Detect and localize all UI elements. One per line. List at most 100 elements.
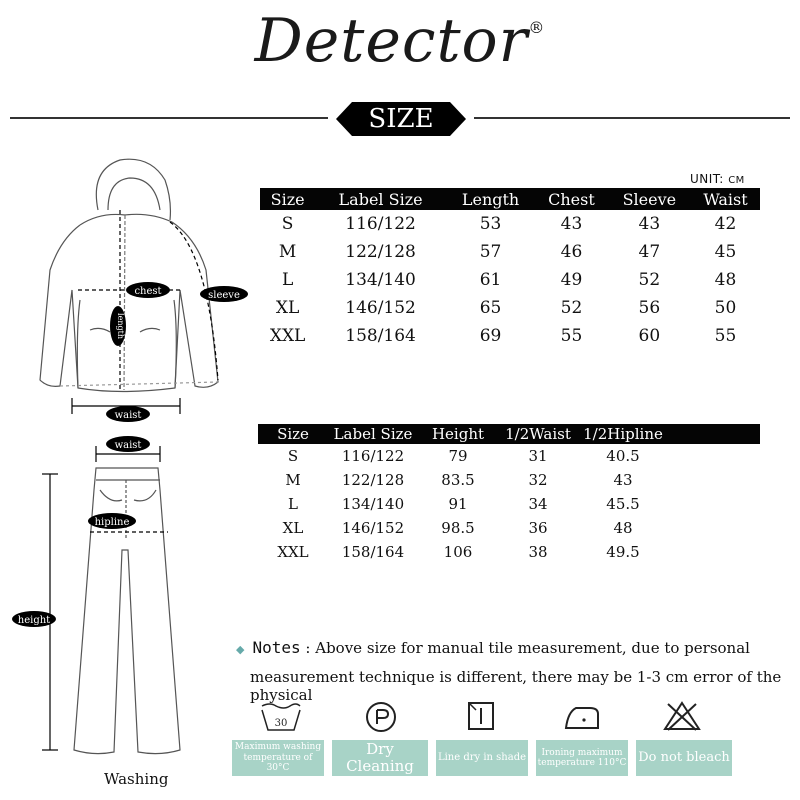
table-cell: 32	[528, 471, 548, 489]
table-cell: 56	[638, 298, 661, 318]
svg-text:hipline: hipline	[95, 517, 130, 528]
table-cell: S	[287, 447, 299, 465]
table-cell: XL	[275, 298, 300, 318]
care-label-dry-cleaning: Dry Cleaning	[332, 740, 428, 776]
table-cell: XXL	[277, 543, 309, 561]
table-cell: 158/164	[341, 543, 405, 561]
size-section-banner: SIZE	[336, 102, 466, 136]
hipline-tag: hipline	[88, 513, 136, 529]
col-header: Size	[260, 188, 316, 210]
table-header-row: Size Label Size Length Chest Sleeve Wais…	[260, 188, 760, 210]
table-cell: 49	[560, 270, 583, 290]
care-label-line-dry: Line dry in shade	[436, 740, 528, 776]
table-cell: 134/140	[345, 270, 416, 290]
table-cell: 49.5	[606, 543, 640, 561]
sleeve-tag: sleeve	[200, 286, 248, 302]
col-header: Length	[445, 188, 536, 210]
table-cell: 65	[479, 298, 502, 318]
table-cell: 42	[714, 214, 737, 234]
jacket-size-table: Size Label Size Length Chest Sleeve Wais…	[260, 188, 760, 350]
table-cell: 79	[448, 447, 468, 465]
table-cell: 48	[714, 270, 737, 290]
divider-right	[474, 117, 790, 119]
divider-left	[10, 117, 328, 119]
table-cell: 31	[528, 447, 548, 465]
col-header: Label Size	[328, 424, 418, 444]
table-cell: XXL	[269, 326, 306, 346]
table-cell: 91	[448, 495, 468, 513]
table-cell: L	[288, 495, 298, 513]
col-header: Sleeve	[607, 188, 691, 210]
svg-text:length: length	[116, 313, 125, 339]
table-cell: L	[281, 270, 294, 290]
table-cell-spacer	[668, 444, 760, 468]
pants-diagram: waist hipline height	[12, 436, 181, 755]
table-row: S 116/122 79 31 40.5	[258, 444, 760, 468]
table-cell: 34	[528, 495, 548, 513]
table-cell: 98.5	[441, 519, 475, 537]
table-cell: M	[285, 471, 301, 489]
table-cell: 43	[638, 214, 661, 234]
table-cell: 146/152	[345, 298, 416, 318]
table-cell: 45	[714, 242, 737, 262]
table-header-row: Size Label Size Height 1/2Waist 1/2Hipli…	[258, 424, 760, 444]
table-cell: M	[278, 242, 297, 262]
unit-label: UNIT: CM	[690, 172, 745, 186]
table-cell: 116/122	[345, 214, 416, 234]
no-bleach-icon	[663, 701, 701, 731]
pants-size-table: Size Label Size Height 1/2Waist 1/2Hipli…	[258, 424, 760, 564]
table-cell: 116/122	[341, 447, 405, 465]
dry-clean-icon	[366, 702, 396, 732]
table-cell: 40.5	[606, 447, 640, 465]
table-cell: S	[281, 214, 294, 234]
iron-icon	[564, 707, 599, 729]
table-cell-spacer	[668, 468, 760, 492]
table-cell: 46	[560, 242, 583, 262]
table-cell: 38	[528, 543, 548, 561]
table-cell: 69	[479, 326, 502, 346]
table-cell: 83.5	[441, 471, 475, 489]
notes-text-1: : Above size for manual tile measurement…	[305, 639, 750, 657]
table-cell-spacer	[668, 492, 760, 516]
table-cell: 52	[638, 270, 661, 290]
notes-line-1: ◆ Notes : Above size for manual tile meas…	[236, 638, 750, 657]
svg-text:waist: waist	[115, 410, 142, 421]
notes-label: Notes	[252, 638, 301, 657]
table-cell-spacer	[668, 540, 760, 564]
diamond-bullet-icon: ◆	[236, 643, 245, 656]
col-header-spacer	[668, 424, 760, 444]
table-cell: 45.5	[606, 495, 640, 513]
line-dry-icon	[468, 702, 494, 730]
svg-text:waist: waist	[115, 440, 142, 451]
table-cell: XL	[282, 519, 304, 537]
care-label-no-bleach: Do not bleach	[636, 740, 732, 776]
table-cell: 57	[479, 242, 502, 262]
registered-mark: ®	[528, 18, 546, 37]
washing-title: Washing	[104, 770, 169, 788]
col-header: Size	[258, 424, 328, 444]
col-header: 1/2Waist	[498, 424, 578, 444]
length-tag: length	[110, 306, 126, 346]
svg-text:height: height	[18, 615, 50, 626]
table-cell: 47	[638, 242, 661, 262]
jacket-diagram: chest sleeve length waist	[39, 158, 248, 422]
table-cell: 146/152	[341, 519, 405, 537]
table-cell-spacer	[668, 516, 760, 540]
wash-tub-icon: 30	[261, 703, 301, 731]
svg-text:sleeve: sleeve	[208, 290, 240, 301]
table-cell: 36	[528, 519, 548, 537]
pants-waist-tag: waist	[106, 436, 150, 452]
col-header: 1/2Hipline	[578, 424, 668, 444]
col-header: Waist	[690, 188, 760, 210]
svg-text:30: 30	[275, 718, 288, 729]
table-cell: 55	[714, 326, 737, 346]
